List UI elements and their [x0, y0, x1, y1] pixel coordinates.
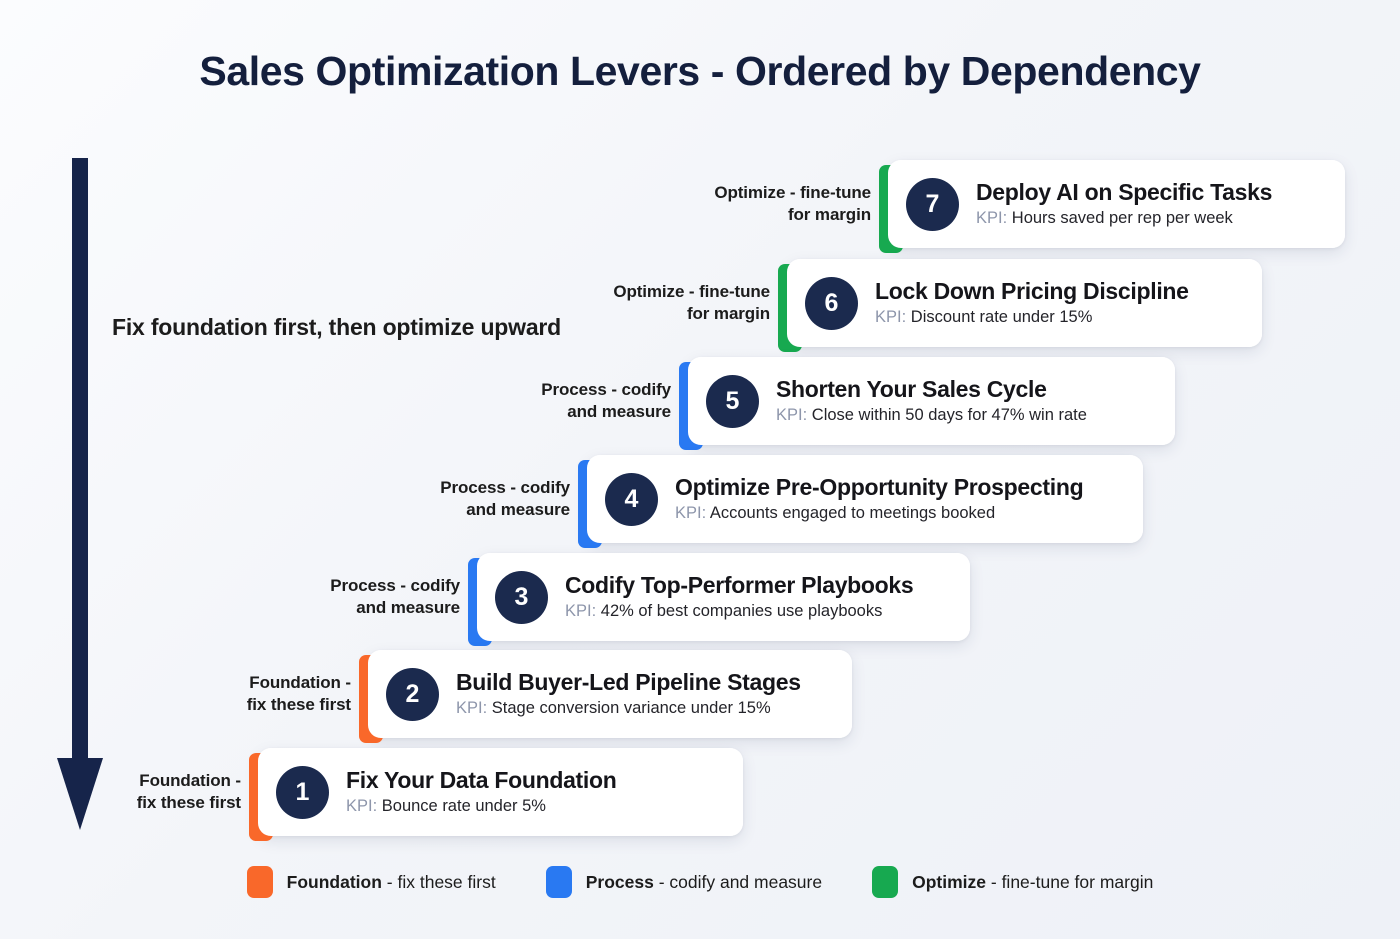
- step-title: Shorten Your Sales Cycle: [776, 375, 1047, 402]
- legend-color-swatch: [246, 866, 273, 898]
- step-category-label: Process - codify and measure: [440, 477, 570, 519]
- step-kpi-key: KPI:: [565, 602, 597, 621]
- step-category-label: Foundation - fix these first: [246, 672, 351, 714]
- step-kpi-value: Bounce rate under 5%: [377, 797, 546, 816]
- step-kpi-key: KPI:: [456, 699, 488, 718]
- legend-label: Foundation - fix these first: [287, 872, 496, 893]
- step-number-badge: 6: [805, 276, 858, 330]
- step-row[interactable]: Process - codify and measure 5 Shorten You…: [0, 352, 1175, 450]
- step-kpi-value: Hours saved per rep per week: [1007, 209, 1233, 228]
- step-number-badge: 7: [906, 177, 959, 231]
- step-kpi-key: KPI:: [675, 504, 707, 523]
- legend-label-rest: - fix these first: [381, 871, 496, 892]
- legend-label-strong: Optimize: [912, 871, 987, 892]
- step-title: Lock Down Pricing Discipline: [875, 277, 1189, 304]
- step-title: Build Buyer-Led Pipeline Stages: [456, 668, 801, 695]
- step-category-label: Foundation - fix these first: [136, 770, 241, 812]
- legend-item[interactable]: Optimize - fine-tune for margin: [872, 866, 1153, 898]
- step-row[interactable]: Foundation - fix these first 2 Build Buyer…: [0, 645, 852, 743]
- legend-label: Optimize - fine-tune for margin: [912, 872, 1153, 893]
- step-kpi: KPI: Hours saved per rep per week: [976, 209, 1272, 229]
- step-kpi-value: Stage conversion variance under 15%: [487, 699, 771, 718]
- step-title: Fix Your Data Foundation: [346, 766, 617, 793]
- step-number-badge: 3: [495, 570, 548, 624]
- step-number-badge: 2: [386, 667, 439, 721]
- legend-color-swatch: [872, 866, 899, 898]
- step-category-label: Process - codify and measure: [330, 575, 460, 617]
- step-kpi-value: Close within 50 days for 47% win rate: [807, 406, 1087, 425]
- step-category-label: Optimize - fine-tune for margin: [714, 182, 871, 224]
- legend-color-swatch: [545, 866, 572, 898]
- legend-item[interactable]: Process - codify and measure: [545, 866, 822, 898]
- legend-label: Process - codify and measure: [586, 872, 822, 893]
- step-kpi: KPI: Close within 50 days for 47% win ra…: [776, 406, 1087, 426]
- step-kpi: KPI: Bounce rate under 5%: [346, 797, 617, 817]
- step-row[interactable]: Process - codify and measure 3 Codify Top-…: [0, 548, 970, 646]
- side-caption: Fix foundation first, then optimize upwa…: [112, 314, 562, 340]
- step-kpi-key: KPI:: [976, 209, 1008, 228]
- legend: Foundation - fix these first Process - co…: [0, 866, 1400, 898]
- legend-item[interactable]: Foundation - fix these first: [246, 866, 496, 898]
- step-kpi: KPI: Discount rate under 15%: [875, 308, 1189, 328]
- step-number-badge: 1: [276, 765, 329, 819]
- step-kpi-key: KPI:: [875, 308, 907, 327]
- page-title: Sales Optimization Levers - Ordered by D…: [199, 48, 1201, 94]
- step-title: Codify Top-Performer Playbooks: [565, 571, 914, 598]
- step-row[interactable]: Process - codify and measure 4 Optimize Pr…: [0, 450, 1143, 548]
- step-category-label: Optimize - fine-tune for margin: [613, 281, 770, 323]
- step-row[interactable]: Foundation - fix these first 1 Fix Your Da…: [0, 743, 743, 841]
- step-title: Deploy AI on Specific Tasks: [976, 178, 1273, 205]
- step-title: Optimize Pre-Opportunity Prospecting: [675, 473, 1084, 500]
- step-number-badge: 4: [605, 472, 658, 526]
- step-row[interactable]: Optimize - fine-tune for margin 7 Deploy A…: [0, 155, 1345, 253]
- step-kpi: KPI: Stage conversion variance under 15%: [456, 699, 801, 719]
- step-number-badge: 5: [706, 374, 759, 428]
- legend-label-strong: Process: [585, 871, 654, 892]
- legend-label-rest: - codify and measure: [653, 871, 823, 892]
- legend-label-rest: - fine-tune for margin: [986, 871, 1154, 892]
- step-kpi: KPI: Accounts engaged to meetings booked: [675, 504, 1083, 524]
- arrow-head-icon: [57, 758, 103, 830]
- downward-dependency-arrow: [57, 158, 103, 830]
- step-kpi-value: Accounts engaged to meetings booked: [706, 504, 996, 523]
- step-row[interactable]: Optimize - fine-tune for margin 6 Lock Dow…: [0, 254, 1262, 352]
- step-kpi-value: 42% of best companies use playbooks: [596, 602, 883, 621]
- legend-label-strong: Foundation: [286, 871, 382, 892]
- step-kpi-value: Discount rate under 15%: [906, 308, 1093, 327]
- arrow-shaft: [72, 158, 88, 768]
- step-kpi: KPI: 42% of best companies use playbooks: [565, 602, 913, 622]
- step-kpi-key: KPI:: [776, 406, 808, 425]
- step-kpi-key: KPI:: [346, 797, 378, 816]
- step-category-label: Process - codify and measure: [541, 379, 671, 421]
